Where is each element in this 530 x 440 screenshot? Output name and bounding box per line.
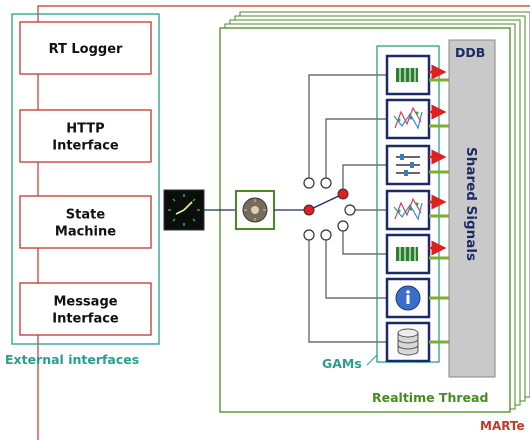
ddb-label: DDB xyxy=(455,45,485,60)
gam-filter-icon[interactable] xyxy=(385,144,431,186)
http-interface-box[interactable] xyxy=(19,109,152,163)
external-box-line: Machine xyxy=(55,225,116,240)
signal-connectors xyxy=(429,64,449,344)
external-interfaces-box xyxy=(11,13,160,345)
gam-info-icon[interactable] xyxy=(385,277,431,319)
http-interface-label: HTTP Interface xyxy=(52,122,119,154)
rt-logger-label: RT Logger xyxy=(49,42,123,57)
external-box-line: HTTP xyxy=(66,122,104,137)
external-box-line: Interface xyxy=(52,139,119,154)
gam-data-bar-icon-2[interactable] xyxy=(385,233,431,275)
gam-scatter-plot-icon-2[interactable] xyxy=(385,189,431,231)
gam-list xyxy=(385,54,431,363)
gam-database-icon[interactable] xyxy=(385,321,431,363)
gam-data-bar-icon[interactable] xyxy=(385,54,431,96)
state-machine-box[interactable] xyxy=(19,195,152,249)
external-box-line: RT Logger xyxy=(49,42,123,57)
timer-icon xyxy=(235,190,275,230)
scheduler-switch xyxy=(303,177,356,241)
scheduler-wiring xyxy=(308,74,387,343)
realtime-thread-label: Realtime Thread xyxy=(372,390,488,405)
external-box-line: State xyxy=(66,208,106,223)
external-interfaces-caption: External interfaces xyxy=(5,352,139,367)
marte-label: MARTe xyxy=(480,419,525,433)
rt-logger-box[interactable] xyxy=(19,21,152,75)
gams-label: GAMs xyxy=(322,356,362,371)
external-box-line: Message xyxy=(53,295,117,310)
gam-scatter-plot-icon[interactable] xyxy=(385,98,431,140)
clock-icon xyxy=(163,189,205,231)
shared-signals-label: Shared Signals xyxy=(463,147,479,261)
gams-pointer xyxy=(366,354,378,366)
external-box-line: Interface xyxy=(52,312,119,327)
ddb-shared-signals-bar xyxy=(448,39,496,378)
message-interface-box[interactable] xyxy=(19,282,152,336)
